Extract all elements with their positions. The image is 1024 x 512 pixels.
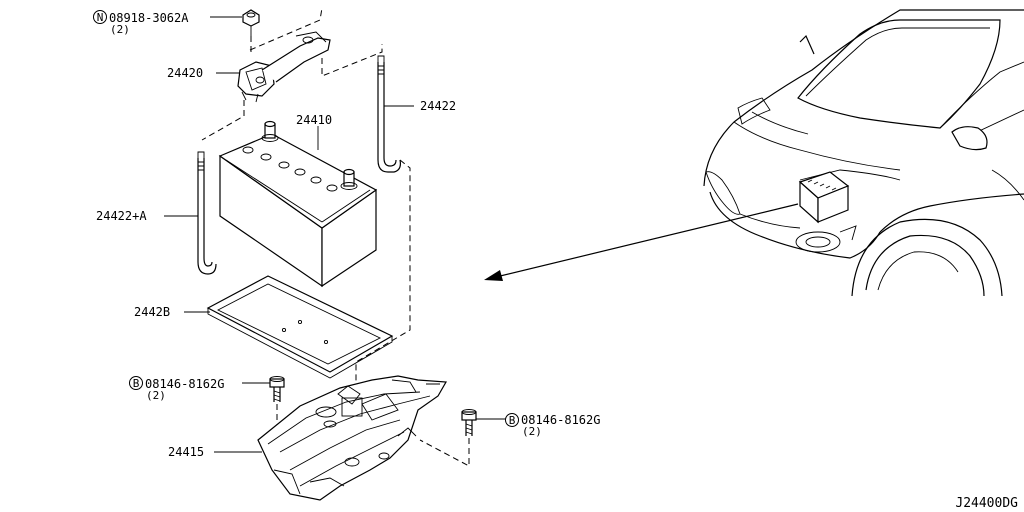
bolt-left-part: [269, 376, 285, 402]
bolt-right-quantity: (2): [522, 425, 542, 438]
bolt-right-marker-letter: B: [509, 414, 516, 427]
nut-part: [242, 9, 260, 36]
bolt-right-part-number: 08146-8162G: [521, 413, 600, 427]
nut-marker-letter: N: [97, 11, 104, 24]
diagram-code: J24400DG: [955, 496, 1018, 511]
bolt-right-marker-circle: [505, 413, 519, 427]
callout-nut: N 08918-3062A (2): [93, 10, 189, 36]
label-rod-right: 24422: [420, 99, 456, 113]
bolt-left-part-number: 08146-8162G: [145, 377, 224, 391]
nut-part-number: 08918-3062A: [109, 11, 189, 25]
bolt-left-marker-circle: [129, 376, 143, 390]
bolt-left-quantity: (2): [146, 389, 166, 402]
label-battery: 24410: [296, 113, 332, 127]
guide-bolt-right: [419, 438, 470, 467]
bolt-left-marker-letter: B: [133, 377, 140, 390]
guide-holder-rod: [321, 44, 383, 77]
bolt-right-part: [461, 409, 477, 436]
nut-quantity: (2): [110, 23, 130, 36]
tray-pad-part: [206, 275, 394, 379]
battery-holder-part: [237, 31, 331, 103]
battery-bracket-part: [257, 375, 447, 501]
label-bracket: 24415: [168, 445, 204, 459]
rod-right-part: [377, 55, 401, 173]
battery-part: [218, 120, 378, 288]
callout-bolt-right: B 08146-8162G (2): [505, 413, 600, 438]
nut-marker-circle: [93, 10, 107, 24]
label-holder: 24420: [167, 66, 203, 80]
vehicle-outline: [703, 9, 1024, 297]
guide-nut-right: [249, 7, 323, 51]
callout-bolt-left: B 08146-8162G (2): [129, 376, 224, 402]
location-arrow: [484, 203, 799, 281]
rod-left-part: [197, 151, 217, 275]
guide-rod-bracket: [355, 159, 411, 384]
guide-holder-rod-left: [201, 100, 245, 141]
label-tray-pad: 2442B: [134, 305, 170, 319]
label-rod-left: 24422+A: [96, 209, 147, 223]
